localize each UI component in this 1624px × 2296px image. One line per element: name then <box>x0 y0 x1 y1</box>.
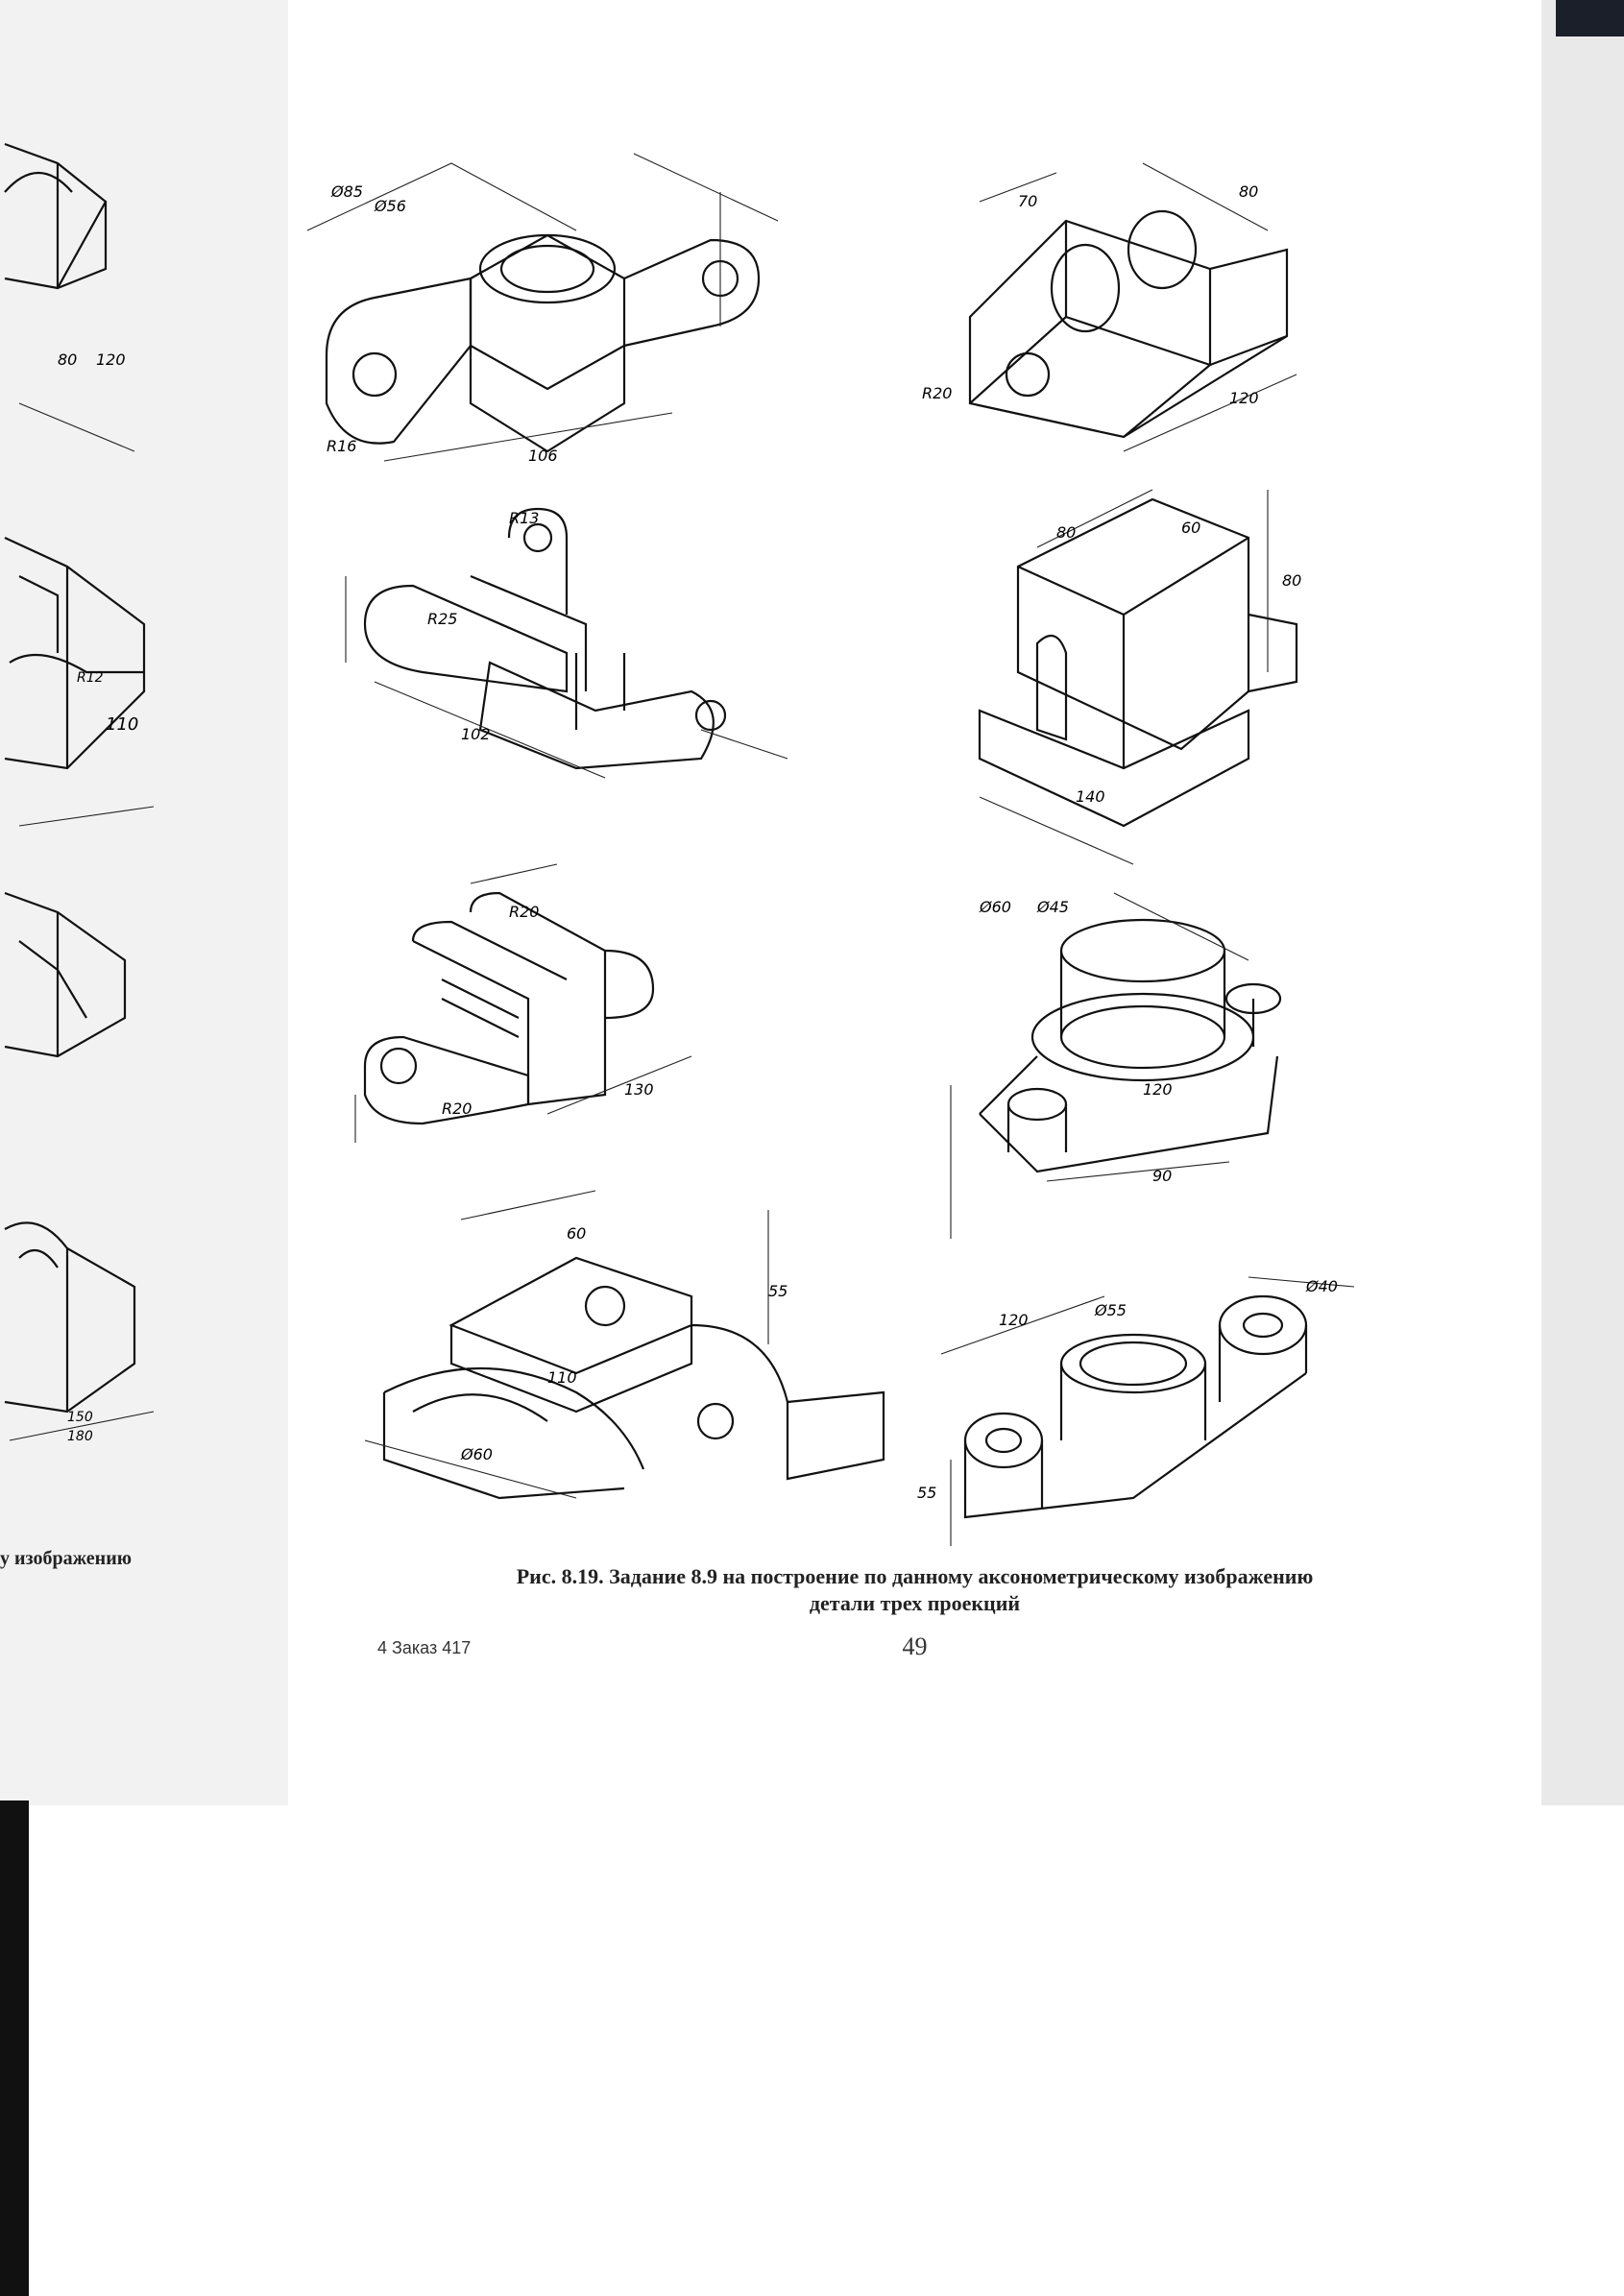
figure-5: 130 R20 R20 <box>354 863 692 1143</box>
fig7-dim-d60: Ø60 <box>460 1445 493 1463</box>
caption-line-1: Рис. 8.19. Задание 8.9 на построение по … <box>516 1564 1314 1588</box>
fig3-dim-102: 102 <box>461 725 491 743</box>
fig8-dim-d40: Ø40 <box>1305 1277 1338 1295</box>
page-number: 49 <box>902 1632 928 1660</box>
fig4-dim-140: 140 <box>1076 787 1105 806</box>
fig5-dim-r20-bottom: R20 <box>442 1100 472 1118</box>
left-dim-120: 120 <box>96 350 126 369</box>
fig7-dim-60: 60 <box>567 1224 586 1243</box>
figure-8: 120 Ø55 Ø40 55 <box>917 1276 1355 1546</box>
left-page-drawings: 110 80 120 R12 150 180 <box>4 142 155 1444</box>
fig6-dim-d45: Ø45 <box>1036 898 1069 916</box>
fig1-dim-d56: Ø56 <box>374 197 406 215</box>
fig6-dim-d60: Ø60 <box>979 898 1011 916</box>
left-dim-r12: R12 <box>77 670 104 686</box>
left-binding-shadow <box>0 1801 29 2296</box>
axonometric-figures: Ø85 Ø56 106 R16 70 80 R20 120 <box>306 153 1355 1546</box>
fig1-dim-106: 106 <box>528 447 558 465</box>
fig2-dim-80: 80 <box>1239 182 1258 201</box>
fig4-dim-60: 60 <box>1181 519 1200 537</box>
left-dim-180: 180 <box>67 1429 93 1444</box>
figure-4: 80 60 80 140 <box>978 489 1301 865</box>
fig1-dim-d85: Ø85 <box>330 182 363 201</box>
fig2-dim-120: 120 <box>1229 389 1259 407</box>
caption-line-2: детали трех проекций <box>809 1591 1021 1615</box>
book-page: Ø85 Ø56 106 R16 70 80 R20 120 <box>288 0 1541 1805</box>
fig8-dim-d55: Ø55 <box>1094 1301 1127 1319</box>
figure-3: R25 R13 102 <box>345 507 788 779</box>
fig2-dim-r20: R20 <box>922 384 952 402</box>
fig3-dim-r25: R25 <box>427 610 457 628</box>
right-page-edge <box>1541 0 1624 1805</box>
figure-caption: Рис. 8.19. Задание 8.9 на построение по … <box>288 1563 1541 1617</box>
fig8-dim-120: 120 <box>999 1311 1029 1329</box>
figure-7: 60 55 110 Ø60 <box>364 1190 885 1500</box>
fig3-dim-r13: R13 <box>509 509 539 527</box>
right-edge-dark-corner <box>1556 0 1624 36</box>
fig4-dim-80-height: 80 <box>1282 571 1301 590</box>
left-dim-150: 150 <box>67 1410 93 1425</box>
fig5-dim-130: 130 <box>624 1080 654 1099</box>
figure-2: 70 80 R20 120 <box>922 162 1297 452</box>
fig4-dim-80: 80 <box>1056 523 1076 542</box>
fig5-dim-r20: R20 <box>509 903 539 921</box>
left-dim-110: 110 <box>106 714 138 735</box>
left-page-text: у изображению <box>0 1548 133 1569</box>
fig7-dim-55: 55 <box>768 1282 788 1300</box>
figure-1: Ø85 Ø56 106 R16 <box>306 153 779 465</box>
fig8-dim-55: 55 <box>917 1484 936 1502</box>
fig7-dim-110: 110 <box>547 1368 577 1387</box>
left-dim-80: 80 <box>58 350 77 369</box>
fig6-dim-120: 120 <box>1143 1080 1173 1099</box>
fig6-dim-90: 90 <box>1152 1167 1172 1185</box>
left-page: 110 80 120 R12 150 180 у изображению <box>0 0 288 1805</box>
figure-6: Ø60 Ø45 120 90 <box>950 892 1282 1239</box>
fig2-dim-70: 70 <box>1018 192 1037 210</box>
fig1-dim-r16: R16 <box>327 437 356 455</box>
footer-order-number: 4 Заказ 417 <box>377 1638 472 1657</box>
